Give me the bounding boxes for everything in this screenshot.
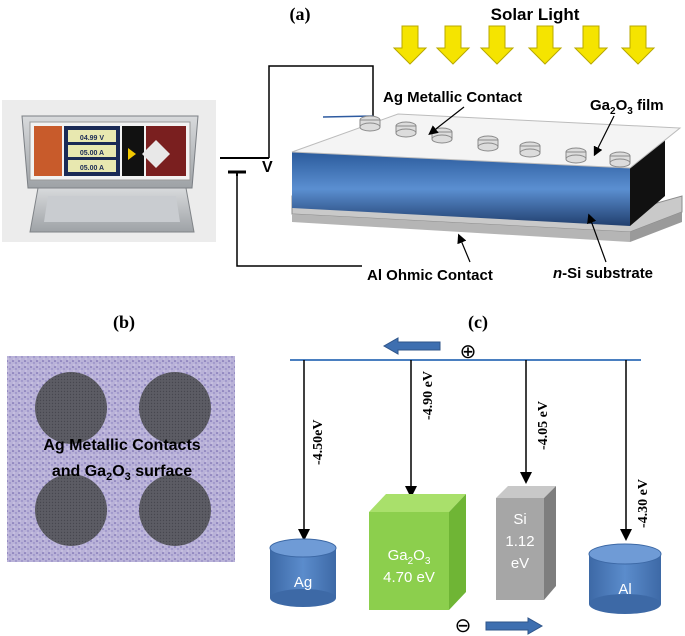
ag-contacts	[359, 115, 631, 168]
film-pointer	[593, 115, 615, 157]
ag-contact-label: Ag Metallic Contact	[383, 89, 522, 106]
ag-contact-pointer	[428, 106, 465, 135]
panel-a: (a) Solar Light 04.99 V 05.00 A 05.00 A	[2, 4, 683, 284]
contact-dot	[35, 372, 107, 444]
panel-a-label: (a)	[290, 4, 311, 25]
meter-reading: 04.99 V	[80, 135, 104, 142]
circuit-wires	[236, 65, 374, 267]
al-cylinder: Al	[588, 543, 662, 614]
contact-dot	[139, 372, 211, 444]
energy-label-al: -4.30 eV	[636, 479, 651, 528]
substrate-label: n-Si substrate	[553, 265, 653, 282]
si-bandgap-unit: eV	[511, 555, 529, 572]
solar-arrow-icon	[620, 25, 656, 65]
panel-c: (c) ⊕ -4.50eV -4.90 eV -4.05 eV -4.30 eV…	[269, 312, 662, 636]
ga2o3-name: Ga2O3	[388, 547, 431, 567]
minus-sign-icon: ⊖	[455, 615, 472, 636]
meter-reading: 05.00 A	[80, 150, 104, 157]
al-contact-label: Al Ohmic Contact	[367, 267, 493, 284]
si-bandgap-value: 1.12	[505, 533, 534, 550]
plus-sign-icon: ⊕	[460, 341, 477, 363]
ag-cylinder: Ag	[269, 538, 337, 607]
al-contact-pointer	[457, 233, 471, 263]
ga2o3-bandgap: 4.70 eV	[383, 569, 435, 586]
energy-arrows	[298, 360, 632, 541]
solar-arrows	[392, 25, 656, 65]
voltage-label: V	[262, 159, 273, 176]
substrate-pointer	[587, 213, 607, 263]
ga2o3-block: Ga2O3 4.70 eV	[369, 494, 466, 610]
si-block: Si 1.12 eV	[496, 486, 556, 600]
solar-light-label: Solar Light	[491, 5, 580, 24]
electron-flow-arrow-icon	[382, 337, 441, 355]
energy-label-ga2o3: -4.90 eV	[421, 371, 436, 420]
solar-arrow-icon	[573, 25, 609, 65]
device-stack	[291, 113, 683, 242]
contact-dot	[35, 474, 107, 546]
solar-arrow-icon	[435, 25, 471, 65]
panel-b: (b) Ag Metallic Contacts and Ga2O3 surfa…	[7, 312, 235, 562]
battery-icon	[220, 157, 269, 176]
solar-arrow-icon	[527, 25, 563, 65]
contact-dot	[139, 474, 211, 546]
meter-reading: 05.00 A	[80, 165, 104, 172]
hole-flow-arrow-icon	[485, 617, 544, 635]
solar-arrow-icon	[392, 25, 428, 65]
ag-label: Ag	[294, 574, 312, 591]
panel-b-label: (b)	[113, 312, 135, 333]
power-supply-meter: 04.99 V 05.00 A 05.00 A	[2, 100, 216, 242]
panel-c-label: (c)	[468, 312, 488, 333]
film-label: Ga2O3 film	[590, 97, 664, 117]
micrograph-caption-1: Ag Metallic Contacts	[43, 437, 200, 454]
energy-label-ag: -4.50eV	[311, 420, 326, 466]
solar-arrow-icon	[479, 25, 515, 65]
si-name: Si	[513, 511, 526, 528]
al-label: Al	[618, 581, 631, 598]
energy-label-si: -4.05 eV	[536, 401, 551, 450]
micrograph-caption-2: and Ga2O3 surface	[52, 463, 192, 483]
